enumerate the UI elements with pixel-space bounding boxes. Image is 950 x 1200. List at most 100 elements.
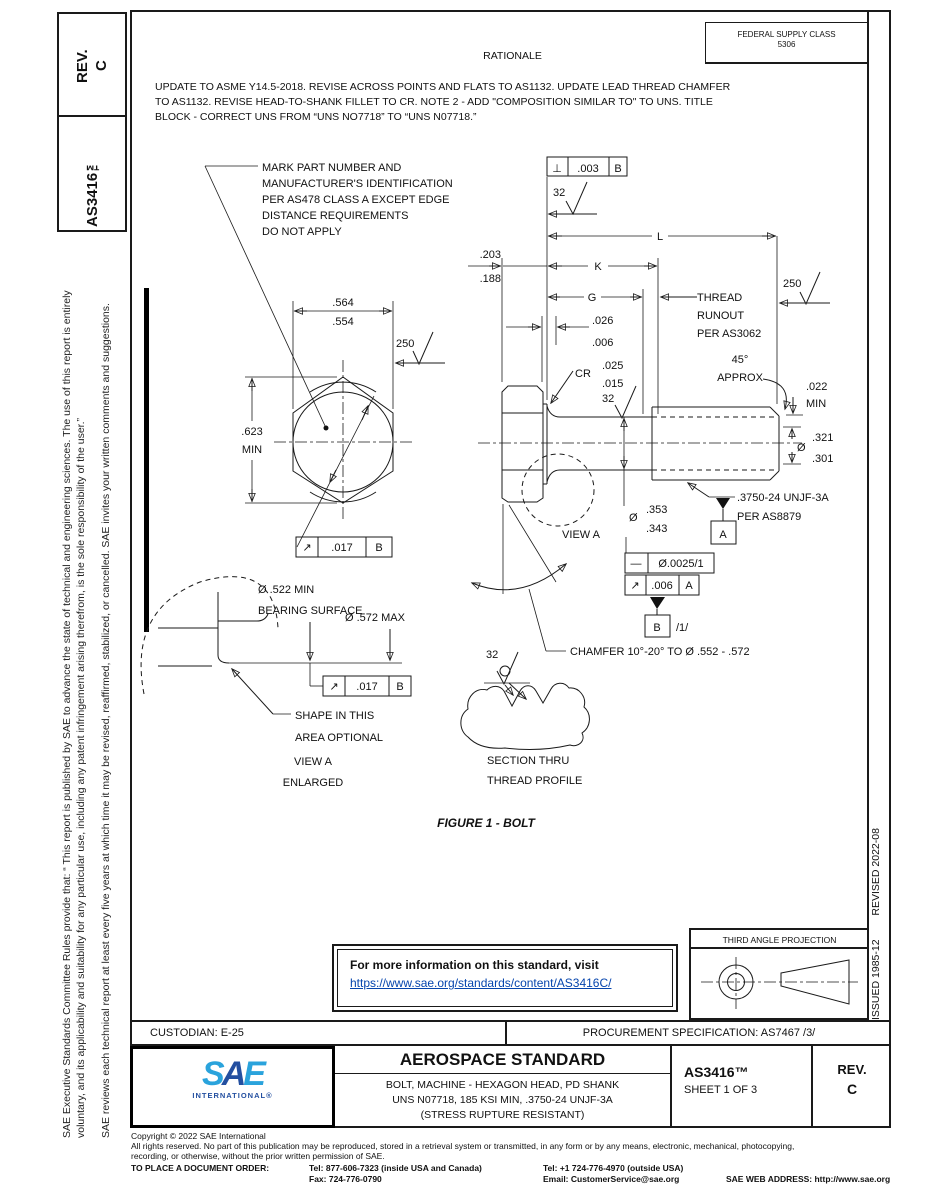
- standard-link[interactable]: https://www.sae.org/standards/content/AS…: [350, 976, 612, 990]
- dim-washer-face: .026 .006: [506, 315, 613, 349]
- standard-title: BOLT, MACHINE - HEXAGON HEAD, PD SHANK U…: [335, 1074, 670, 1123]
- svg-text:32: 32: [553, 187, 565, 199]
- rationale-paragraph: UPDATE TO ASME Y14.5-2018. REVISE ACROSS…: [155, 80, 875, 125]
- rev-box: REV. C: [57, 12, 127, 117]
- svg-text:/1/: /1/: [676, 622, 689, 634]
- svg-text:.203: .203: [480, 249, 501, 261]
- head-chamfer-note: CHAMFER 10°-20° TO Ø .552 - .572: [528, 588, 750, 658]
- footer-email: Email: CustomerService@sae.org: [543, 1174, 680, 1184]
- sae-logo: SAE: [133, 1057, 332, 1091]
- figure-1-bolt-drawing: MARK PART NUMBER AND MANUFACTURER'S IDEN…: [140, 156, 833, 830]
- svg-text:MIN: MIN: [806, 398, 826, 410]
- svg-text:32: 32: [486, 649, 498, 661]
- svg-text:Ø .572 MAX: Ø .572 MAX: [345, 612, 406, 624]
- svg-text:G: G: [588, 292, 597, 304]
- svg-text:CHAMFER 10°-20° TO Ø .552 - .5: CHAMFER 10°-20° TO Ø .552 - .572: [570, 646, 750, 658]
- svg-text:.017: .017: [356, 681, 377, 693]
- svg-text:VIEW A: VIEW A: [294, 756, 333, 768]
- svg-text:⊥: ⊥: [552, 163, 562, 175]
- svg-text:32: 32: [602, 393, 614, 405]
- extension-lines: [501, 177, 778, 414]
- svg-text:.006: .006: [651, 580, 672, 592]
- svg-text:BEARING SURFACE: BEARING SURFACE: [258, 605, 363, 617]
- footer-order-label: TO PLACE A DOCUMENT ORDER:: [131, 1163, 270, 1173]
- svg-text:MIN: MIN: [242, 444, 262, 456]
- svg-text:CR: CR: [575, 368, 591, 380]
- svg-text:K: K: [594, 261, 602, 273]
- svg-text:250: 250: [783, 278, 801, 290]
- svg-text:ENLARGED: ENLARGED: [283, 777, 344, 789]
- title-line3: (STRESS RUPTURE RESISTANT): [420, 1109, 585, 1121]
- dim-head-height: .203 .188: [468, 249, 547, 285]
- svg-text:Ø: Ø: [629, 512, 638, 524]
- title-line2: UNS N07718, 185 KSI MIN, .3750-24 UNJF-3…: [392, 1094, 613, 1106]
- hex-head-top-view: [274, 360, 412, 521]
- info-box-text: For more information on this standard, v…: [350, 958, 599, 972]
- svg-text:↗: ↗: [302, 542, 311, 554]
- svg-text:.025: .025: [602, 360, 623, 372]
- svg-text:B: B: [614, 163, 621, 175]
- svg-text:.353: .353: [646, 504, 667, 516]
- svg-text:Ø .522 MIN: Ø .522 MIN: [258, 584, 314, 596]
- svg-text:.003: .003: [577, 163, 598, 175]
- title-block: SAE INTERNATIONAL® AEROSPACE STANDARD BO…: [130, 1046, 891, 1128]
- title-rev-value: C: [846, 1081, 858, 1097]
- doc-number-cell: AS3416™ SHEET 1 OF 3: [672, 1046, 813, 1128]
- view-a-label: VIEW A: [562, 529, 601, 541]
- section-thread-profile: 32 SECTION THRU THREAD PROFILE: [460, 649, 590, 787]
- sae-logo-cell: SAE INTERNATIONAL®: [130, 1046, 335, 1128]
- title-line1: BOLT, MACHINE - HEXAGON HEAD, PD SHANK: [385, 1079, 620, 1091]
- svg-text:.015: .015: [602, 378, 623, 390]
- svg-text:A: A: [685, 580, 693, 592]
- svg-text:.301: .301: [812, 453, 833, 465]
- custodian-divider: [505, 1022, 507, 1046]
- figure-caption: FIGURE 1 - BOLT: [437, 816, 536, 830]
- sae-logo-e: E: [243, 1055, 266, 1093]
- svg-text:PER AS3062: PER AS3062: [697, 328, 761, 340]
- footer-tel1: Tel: 877-606-7323 (inside USA and Canada…: [309, 1163, 482, 1173]
- svg-text:250: 250: [396, 338, 414, 350]
- info-box-inner: For more information on this standard, v…: [337, 949, 673, 1007]
- svg-text:B: B: [375, 542, 382, 554]
- svg-text:THREAD: THREAD: [697, 292, 742, 304]
- mark-part-number-note: MARK PART NUMBER AND MANUFACTURER'S IDEN…: [204, 162, 453, 431]
- title-rev-label: REV.: [837, 1062, 867, 1077]
- footer-order-row2: Fax: 724-776-0790 Email: CustomerService…: [131, 1174, 946, 1185]
- svg-text:L: L: [657, 231, 663, 243]
- svg-text:.188: .188: [480, 273, 501, 285]
- dim-K: K: [548, 261, 657, 273]
- svg-text:APPROX: APPROX: [717, 372, 764, 384]
- surface-finish-250-head: 250: [396, 331, 445, 364]
- svg-text:.623: .623: [241, 426, 262, 438]
- fsc-label: FEDERAL SUPPLY CLASS: [737, 30, 836, 39]
- svg-text:↗: ↗: [630, 580, 639, 592]
- svg-text:PER AS8879: PER AS8879: [737, 511, 801, 523]
- rationale-title: RATIONALE: [483, 50, 542, 62]
- rationale-line3: BLOCK - CORRECT UNS FROM “UNS NO7718” TO…: [155, 111, 477, 123]
- change-bar: [144, 288, 149, 632]
- surface-finish-32-bearing: 32: [549, 181, 597, 214]
- fcf-straightness-stack: — Ø.0025/1 ↗ .006 A B /1/: [624, 537, 715, 638]
- rev-value: C: [93, 60, 110, 72]
- thread-runout-note: THREAD RUNOUT PER AS3062: [661, 292, 761, 340]
- footer-fax: Fax: 724-776-0790: [309, 1174, 382, 1184]
- fillet-radius-note: CR .025 .015: [551, 360, 623, 403]
- fcf-runout-017-head: ↗ .017 B: [295, 395, 393, 558]
- svg-text:.006: .006: [592, 337, 613, 349]
- standard-cell: AEROSPACE STANDARD BOLT, MACHINE - HEXAG…: [335, 1046, 672, 1128]
- sidebar-legal-para2: SAE reviews each technical report at lea…: [100, 303, 112, 1138]
- fcf-perpendicularity: ⊥ .003 B: [546, 156, 628, 177]
- svg-text:B: B: [396, 681, 403, 693]
- sheet-number: SHEET 1 OF 3: [684, 1084, 758, 1096]
- svg-text:Ø.0025/1: Ø.0025/1: [658, 558, 703, 570]
- svg-text:Ø: Ø: [797, 442, 806, 454]
- fsc-box: FEDERAL SUPPLY CLASS 5306: [705, 22, 868, 64]
- surface-finish-32-shank: 32: [602, 385, 637, 420]
- rev-cell: REV. C: [813, 1046, 891, 1128]
- svg-text:A: A: [719, 529, 727, 541]
- doc-number: AS3416™: [684, 1064, 749, 1080]
- svg-text:.343: .343: [646, 523, 667, 535]
- svg-text:.564: .564: [332, 297, 353, 309]
- dim-L: L: [548, 231, 776, 243]
- svg-text:AREA OPTIONAL: AREA OPTIONAL: [295, 732, 383, 744]
